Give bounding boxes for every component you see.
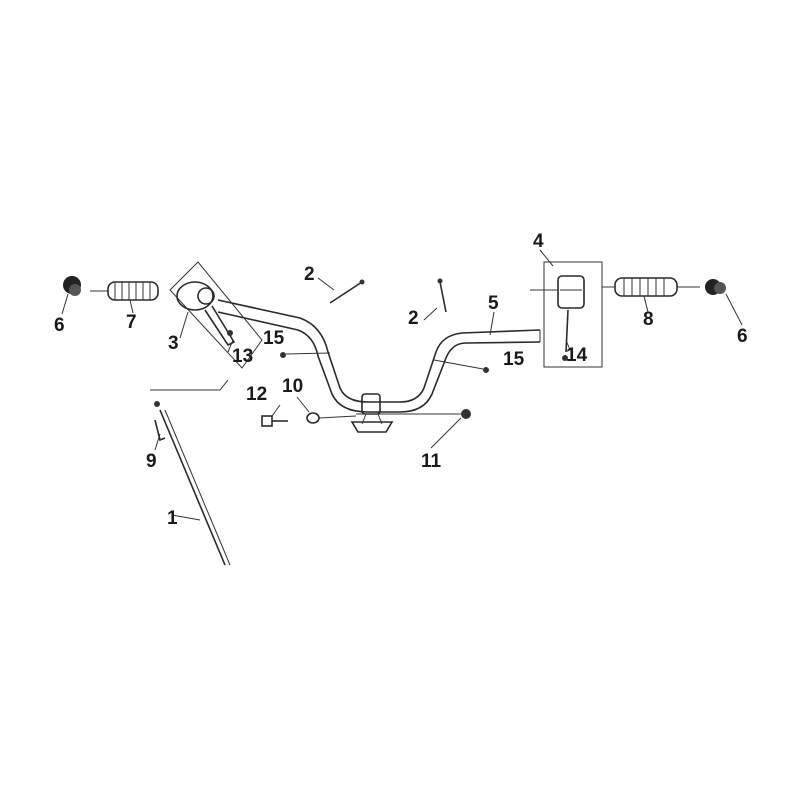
long-bolt-left: [329, 279, 365, 304]
label-part-5: 5: [488, 293, 499, 314]
label-part-7: 7: [126, 312, 137, 333]
label-part-9: 9: [146, 451, 157, 472]
right-switch-panel: [530, 261, 603, 368]
leader-lines: [61, 249, 743, 521]
label-part-2b: 2: [408, 308, 419, 329]
clamp-nut: [306, 412, 357, 424]
label-part-4: 4: [533, 231, 544, 252]
handlebar-clamp: [350, 393, 394, 433]
label-part-12: 12: [246, 384, 268, 405]
screw-left: [280, 352, 331, 358]
long-bolt-right: [437, 278, 447, 313]
left-bar-end: [63, 276, 81, 296]
clamp-bolt: [261, 415, 288, 427]
label-part-15b: 15: [503, 349, 525, 370]
left-bracket-outline: [150, 261, 263, 391]
label-part-1: 1: [167, 508, 178, 529]
label-part-14: 14: [566, 345, 588, 366]
label-part-3: 3: [168, 333, 179, 354]
screw-right: [433, 359, 489, 373]
right-bar-end: [705, 279, 726, 295]
label-part-13: 13: [232, 346, 254, 367]
label-part-10: 10: [282, 376, 304, 397]
left-grip: [90, 281, 159, 301]
label-part-6b: 6: [737, 326, 748, 347]
label-part-8: 8: [643, 309, 654, 330]
label-part-2a: 2: [304, 264, 315, 285]
lock-nut: [388, 409, 471, 419]
label-part-15a: 15: [263, 328, 285, 349]
label-part-6a: 6: [54, 315, 65, 336]
handlebar-tube: [217, 299, 541, 413]
label-part-11: 11: [421, 451, 442, 472]
right-grip: [602, 277, 700, 297]
throttle-cable: [154, 401, 231, 566]
